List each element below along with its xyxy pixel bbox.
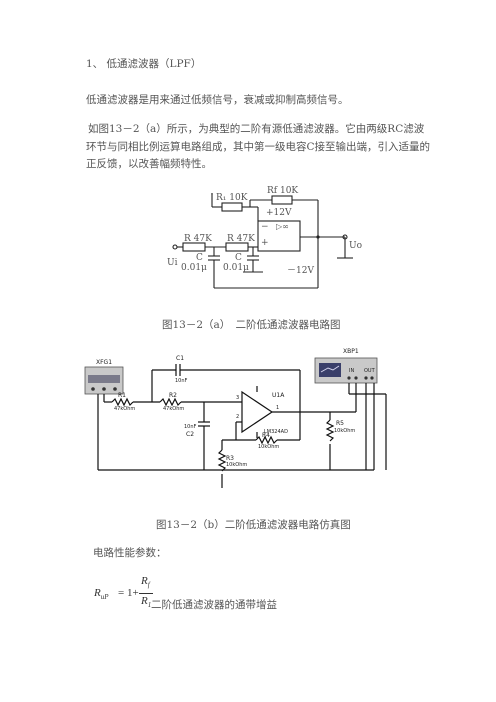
label-r5-b: R5 <box>336 420 344 427</box>
params-label: 电路性能参数： <box>93 547 167 559</box>
label-c-left-value: 0.01μ <box>181 263 207 273</box>
op-amp-u1a <box>241 390 274 434</box>
label-c-left: C <box>196 253 203 263</box>
resistor-r5-b <box>325 419 335 442</box>
formula-lhs: R <box>94 587 101 599</box>
label-xbp1: XBP1 <box>343 348 359 355</box>
section-heading: 1、 低通滤波器（LPF） <box>86 58 202 70</box>
caption-b: 图13－2（b）二阶低通滤波器电路仿真图 <box>156 519 351 531</box>
label-rf: Rf 10K <box>267 186 299 196</box>
label-r1-b: R1 <box>118 392 126 399</box>
formula-description: 二阶低通滤波器的通带增益 <box>151 599 277 611</box>
op-amp <box>257 220 301 252</box>
label-r3-value: 10kOhm <box>226 462 248 468</box>
label-c2-b: C2 <box>186 431 195 438</box>
label-ui: Ui <box>167 258 178 268</box>
resistor-r1-b <box>111 397 134 407</box>
label-opamp-symbol: ▷∞ <box>276 222 289 231</box>
formula-den-sub: 1 <box>147 601 152 610</box>
label-c1-b: C1 <box>176 355 185 362</box>
label-r3-b: R3 <box>226 455 234 462</box>
label-uo: Uo <box>349 241 363 251</box>
label-plus12v: +12V <box>266 208 292 218</box>
label-bode-out: OUT <box>364 368 375 374</box>
formula-eq: = 1+ <box>118 587 139 599</box>
label-pin3: 3 <box>236 395 240 401</box>
label-bode-in: IN <box>349 368 355 374</box>
label-u1a-part: LM324AD <box>264 429 288 435</box>
formula-num-sub: f <box>147 581 150 590</box>
label-xfg1: XFG1 <box>96 359 113 366</box>
label-r4-value: 10kOhm <box>258 444 280 450</box>
label-r5-value: 10kOhm <box>334 428 356 434</box>
resistor-r3-b <box>217 449 227 472</box>
label-c1-value: 10nF <box>175 378 188 384</box>
label-r-left: R 47K <box>184 234 212 244</box>
resistor-r4-b <box>255 435 278 445</box>
fraction-bar <box>139 593 153 594</box>
label-opamp-plus: + <box>261 238 269 248</box>
formula-num: R <box>141 575 148 587</box>
intro-text: 低通滤波器是用来通过低频信号，衰减或抑制高频信号。 <box>86 94 349 106</box>
label-pin1: 1 <box>276 405 280 411</box>
formula-lhs-sub: uP <box>100 593 109 602</box>
label-c-right-value: 0.01μ <box>223 263 249 273</box>
label-r2-b: R2 <box>169 392 177 399</box>
label-u1a: U1A <box>272 392 285 399</box>
label-c2-value: 10nF <box>184 424 197 430</box>
passband-gain-formula: RuP = 1+ Rf R1 <box>94 572 154 612</box>
caption-a: 图13－2（a） 二阶低通滤波器电路图 <box>162 319 341 331</box>
label-r1: R₁ 10K <box>216 193 248 203</box>
resistor-r2-b <box>159 397 182 407</box>
label-r2-value: 47kOhm <box>163 406 185 412</box>
label-r-right: R 47K <box>227 234 255 244</box>
formula-den: R <box>141 595 148 607</box>
circuit-diagram-a <box>172 193 353 289</box>
label-pin2: 2 <box>236 414 240 420</box>
label-opamp-minus: − <box>261 222 269 232</box>
label-c-right: C <box>235 253 242 263</box>
label-r4-b: R4 <box>262 432 270 439</box>
label-minus12v: －12V <box>287 266 314 276</box>
label-r1-value: 47kOhm <box>114 406 136 412</box>
description-paragraph: 如图13－2（a）所示，为典型的二阶有源低通滤波器。它由两级RC滤波环节与同相比… <box>86 123 431 170</box>
uo-terminal <box>342 234 348 240</box>
